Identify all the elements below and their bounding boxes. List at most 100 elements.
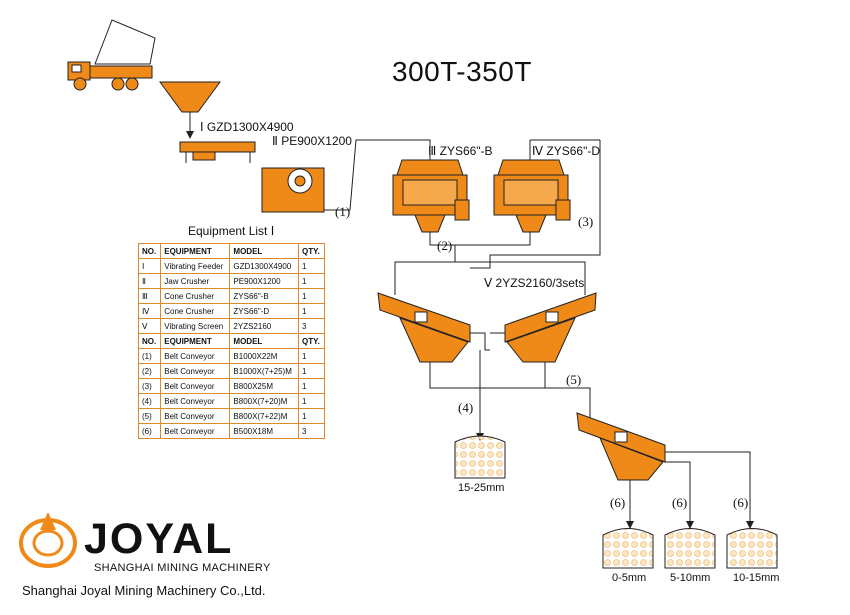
cell: Ⅴ [137, 318, 162, 334]
cell: Vibrating Feeder [160, 258, 231, 274]
cell: Ⅲ [137, 288, 162, 304]
conveyor-line-3 [470, 140, 601, 269]
cell: Belt Conveyor [160, 393, 231, 409]
cell: Belt Conveyor [160, 363, 231, 379]
cell: 1 [298, 288, 325, 304]
label-cone-b: Ⅲ ZYS66"-B [428, 144, 493, 158]
conveyor-marker-5: (5) [566, 372, 582, 387]
cell: Ⅳ [137, 303, 162, 319]
cell: 2YZS2160 [229, 318, 300, 334]
conveyor-marker-2: (2) [437, 238, 453, 253]
cell: (6) [137, 423, 162, 439]
label-jaw-crusher: Ⅱ PE900X1200 [272, 134, 352, 148]
cell: GZD1300X4900 [229, 258, 300, 274]
cell: (2) [137, 363, 162, 379]
cell: Cone Crusher [160, 288, 231, 304]
cell: 1 [298, 348, 325, 364]
cell: Ⅱ [137, 273, 162, 289]
table-header-row: NO. EQUIPMENT MODEL QTY. [137, 333, 325, 349]
cell: Jaw Crusher [160, 273, 231, 289]
cell: Cone Crusher [160, 303, 231, 319]
col-no: NO. [137, 333, 162, 349]
cell: 1 [298, 378, 325, 394]
conveyor-line-2 [429, 232, 531, 246]
cell: B500X18M [229, 423, 300, 439]
company-name: Shanghai Joyal Mining Machinery Co.,Ltd. [22, 583, 266, 598]
label-cone-d: Ⅳ ZYS66"-D [532, 144, 601, 158]
col-equipment: EQUIPMENT [160, 333, 231, 349]
output-10-15: 10-15mm [733, 572, 780, 584]
col-model: MODEL [229, 243, 300, 259]
cell: (5) [137, 408, 162, 424]
col-qty: QTY. [298, 243, 325, 259]
cell: Vibrating Screen [160, 318, 231, 334]
label-feeder: Ⅰ GZD1300X4900 [200, 120, 294, 134]
stockpile-0-5 [602, 528, 654, 569]
joyal-logo-icon [19, 512, 77, 568]
cell: 3 [298, 318, 325, 334]
table-header-row: NO. EQUIPMENT MODEL QTY. [137, 243, 325, 259]
cell: 1 [298, 258, 325, 274]
col-equipment: EQUIPMENT [160, 243, 231, 259]
vibrating-screen-right [504, 292, 597, 363]
feed-hopper [159, 81, 221, 113]
cell: ZYS66"-D [229, 303, 300, 319]
brand-tagline: SHANGHAI MINING MACHINERY [94, 562, 271, 574]
cell: B800X(7+22)M [229, 408, 300, 424]
output-15-25: 15-25mm [458, 482, 505, 494]
cell: 1 [298, 408, 325, 424]
conveyor-marker-6a: (6) [610, 495, 626, 510]
cell: ZYS66"-B [229, 288, 300, 304]
cell: Ⅰ [137, 258, 162, 274]
vibrating-feeder [179, 141, 256, 163]
cell: 1 [298, 273, 325, 289]
conveyor-line-1 [324, 139, 431, 211]
col-model: MODEL [229, 333, 300, 349]
output-0-5: 0-5mm [612, 572, 647, 584]
cell: B800X25M [229, 378, 300, 394]
vibrating-screen-lower [576, 412, 666, 481]
cell: B1000X22M [229, 348, 300, 364]
conveyor-marker-6c: (6) [733, 495, 749, 510]
cell: (3) [137, 378, 162, 394]
cone-crusher-d [493, 159, 571, 233]
label-screen: Ⅴ 2YZS2160/3sets [484, 276, 585, 290]
col-qty: QTY. [298, 333, 325, 349]
cell: B800X(7+20)M [229, 393, 300, 409]
conveyor-marker-6b: (6) [672, 495, 688, 510]
equipment-list-title: Equipment List Ⅰ [188, 224, 275, 238]
stockpile-10-15 [726, 528, 778, 569]
col-no: NO. [137, 243, 162, 259]
conveyor-marker-3: (3) [578, 214, 594, 229]
cell: B1000X(7+25)M [229, 363, 300, 379]
cell: PE900X1200 [229, 273, 300, 289]
stockpile-15-25 [454, 435, 506, 479]
jaw-crusher [261, 167, 325, 213]
cell: 3 [298, 423, 325, 439]
cell: 1 [298, 363, 325, 379]
cell: Belt Conveyor [160, 408, 231, 424]
conveyor-marker-1: (1) [335, 204, 351, 219]
conveyor-line-4 [429, 362, 591, 420]
cone-crusher-b [392, 159, 470, 233]
cell: Belt Conveyor [160, 423, 231, 439]
cell: (4) [137, 393, 162, 409]
brand-name: JOYAL [84, 515, 234, 563]
cell: Belt Conveyor [160, 378, 231, 394]
cell: 1 [298, 303, 325, 319]
stockpile-5-10 [664, 528, 716, 569]
conveyor-marker-4: (4) [458, 400, 474, 415]
